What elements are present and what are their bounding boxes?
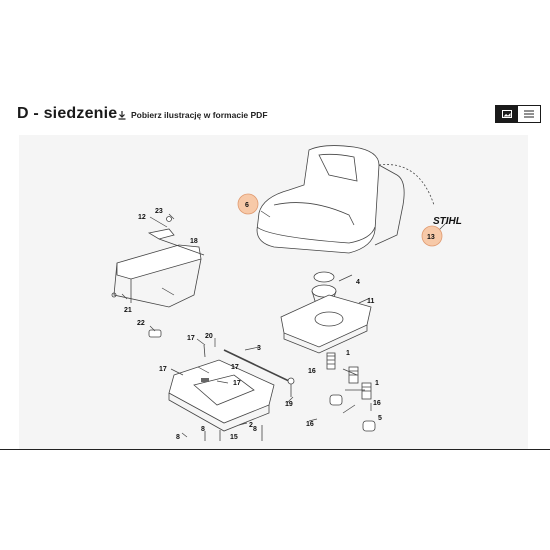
spring-parts <box>326 352 372 400</box>
stihl-logo: STIHL <box>433 216 462 227</box>
callout-4[interactable]: 4 <box>356 279 360 286</box>
image-view-button[interactable] <box>496 106 518 122</box>
top-plate-drawing <box>280 294 372 354</box>
rubber-buffers <box>329 394 376 432</box>
callout-20[interactable]: 20 <box>205 333 213 340</box>
callout-16c[interactable]: 16 <box>306 421 314 428</box>
callout-13[interactable]: 13 <box>427 234 435 241</box>
list-view-icon <box>524 105 534 123</box>
svg-text:STIHL: STIHL <box>433 216 462 227</box>
callout-11[interactable]: 11 <box>367 298 375 305</box>
callout-15[interactable]: 15 <box>230 434 238 441</box>
callout-8a[interactable]: 8 <box>201 426 205 433</box>
callout-16b[interactable]: 16 <box>373 400 381 407</box>
part-22 <box>148 329 162 338</box>
base-plate-drawing <box>168 359 275 432</box>
view-toggle <box>495 105 541 123</box>
parts-diagram: STIHL 6 13 4 11 23 12 18 21 22 17 20 3 1… <box>19 135 528 449</box>
part-13-highlight[interactable] <box>421 225 443 247</box>
callout-16a[interactable]: 16 <box>308 368 316 375</box>
divider <box>0 449 550 450</box>
callout-22[interactable]: 22 <box>137 320 145 327</box>
callout-1b[interactable]: 1 <box>375 380 379 387</box>
download-icon <box>117 110 127 120</box>
callout-21[interactable]: 21 <box>124 307 132 314</box>
image-view-icon <box>502 105 512 123</box>
seat-drawing <box>256 145 405 254</box>
callout-3[interactable]: 3 <box>257 345 261 352</box>
callout-18[interactable]: 18 <box>190 238 198 245</box>
seat-pivot-drawing <box>311 271 337 305</box>
download-pdf-link[interactable]: Pobierz ilustrację w formacie PDF <box>117 110 268 120</box>
page-header: D - siedzenie Pobierz ilustrację w forma… <box>17 104 547 130</box>
callout-17c[interactable]: 17 <box>159 366 167 373</box>
callout-6[interactable]: 6 <box>245 202 249 209</box>
list-view-button[interactable] <box>518 106 540 122</box>
callout-8c[interactable]: 8 <box>253 426 257 433</box>
rod-drawing <box>223 349 292 383</box>
callout-2[interactable]: 2 <box>249 422 253 429</box>
seat-rail-frame <box>113 228 205 308</box>
callout-12[interactable]: 12 <box>138 214 146 221</box>
callout-19[interactable]: 19 <box>285 401 293 408</box>
callout-8b[interactable]: 8 <box>176 434 180 441</box>
page-title: D - siedzenie <box>17 105 118 122</box>
callout-17d[interactable]: 17 <box>233 380 241 387</box>
callout-17b[interactable]: 17 <box>231 364 239 371</box>
callout-23[interactable]: 23 <box>155 208 163 215</box>
download-pdf-label: Pobierz ilustrację w formacie PDF <box>131 110 268 120</box>
callout-17a[interactable]: 17 <box>187 335 195 342</box>
callout-1a[interactable]: 1 <box>346 350 350 357</box>
part-6-highlight[interactable] <box>237 193 259 215</box>
callout-5[interactable]: 5 <box>378 415 382 422</box>
